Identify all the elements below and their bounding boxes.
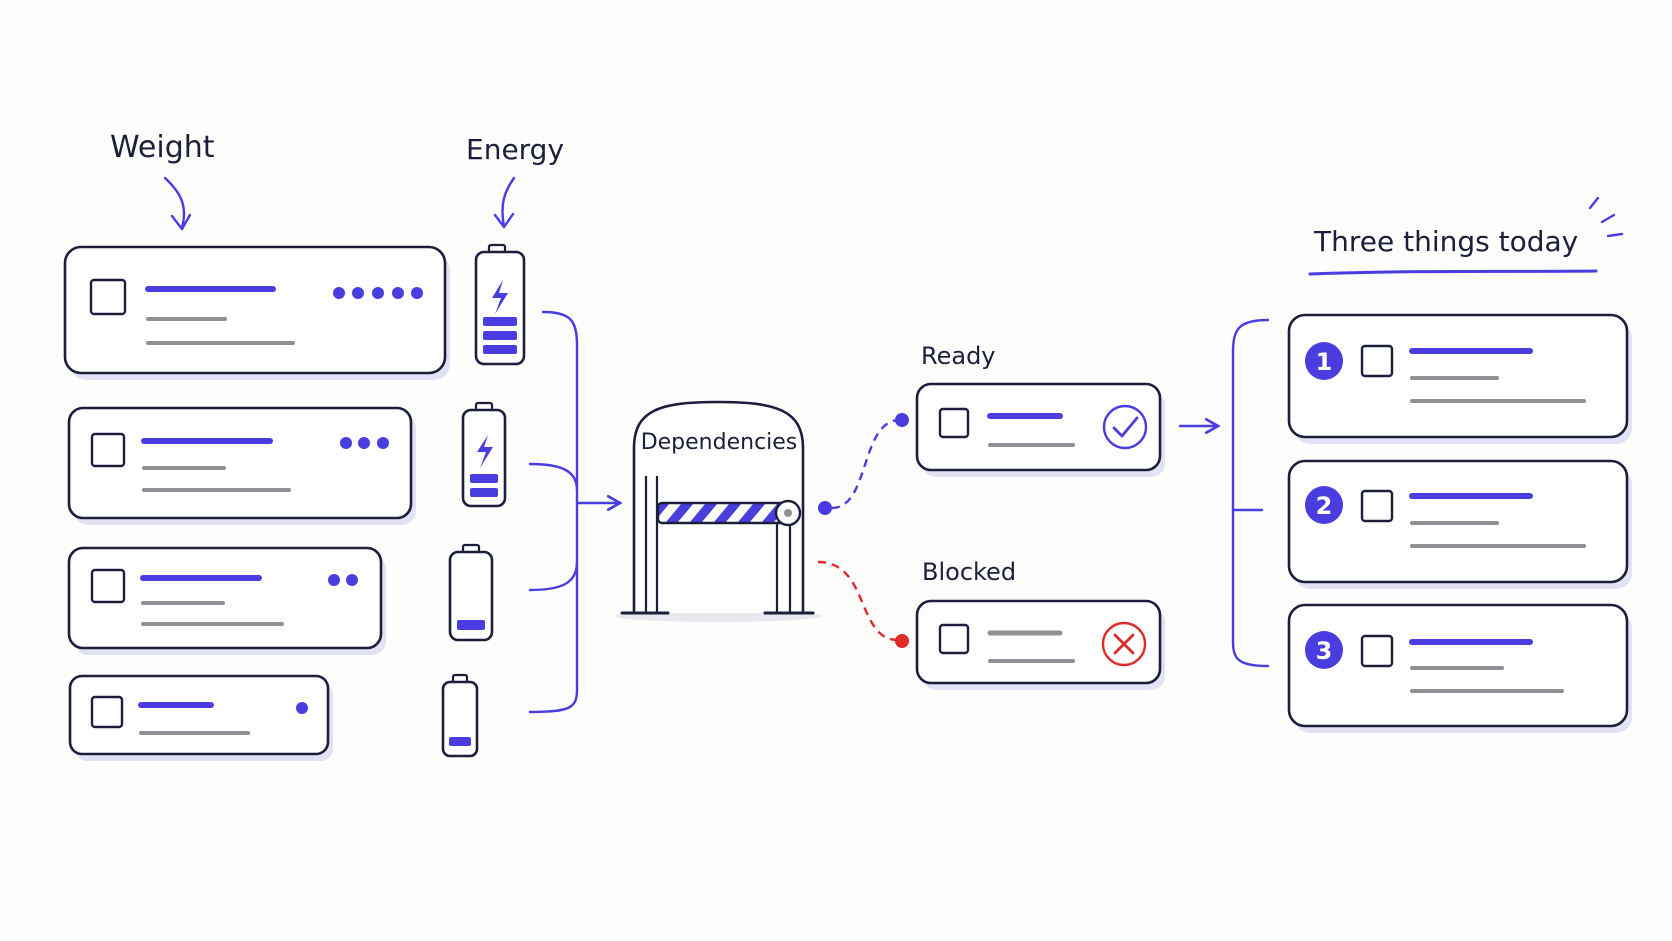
battery-icon <box>474 243 526 366</box>
left-bracket <box>528 310 623 714</box>
weight-arrow-head <box>170 213 192 231</box>
today-task-card-1[interactable]: 1 <box>1287 313 1632 444</box>
weight-dots <box>333 287 423 299</box>
blocked-task-card[interactable] <box>915 599 1165 690</box>
task-checkbox[interactable] <box>90 432 126 468</box>
weight-dots <box>340 437 389 449</box>
task-card-2[interactable] <box>67 406 416 525</box>
ready-label: Ready <box>921 342 996 370</box>
rank-badge <box>1305 486 1343 524</box>
energy-label: Energy <box>466 133 564 166</box>
weight-dots <box>296 702 308 714</box>
task-checkbox[interactable] <box>90 695 124 729</box>
weight-label: Weight <box>110 130 215 165</box>
today-task-card-2[interactable]: 2 <box>1287 459 1632 589</box>
energy-arrow <box>501 176 516 228</box>
weight-dots <box>328 574 358 586</box>
task-checkbox[interactable] <box>1360 344 1394 378</box>
blocked-connector <box>817 560 909 648</box>
task-card-3[interactable] <box>67 546 386 655</box>
blocked-label: Blocked <box>922 558 1016 586</box>
rank-badge <box>1305 342 1343 380</box>
three-things-title: Three things today <box>1313 225 1578 258</box>
task-checkbox[interactable] <box>938 623 970 655</box>
task-card-1[interactable] <box>63 245 450 380</box>
rank-number: 3 <box>1316 637 1333 665</box>
battery-icon <box>448 543 494 642</box>
today-task-card-3[interactable]: 3 <box>1287 603 1632 733</box>
x-circle-icon <box>1101 621 1147 667</box>
task-checbox[interactable] <box>90 568 126 604</box>
barrier-gate-icon <box>614 400 822 622</box>
rank-number: 2 <box>1316 492 1333 520</box>
check-circle-icon <box>1102 404 1148 450</box>
task-checkbox[interactable] <box>1360 634 1394 668</box>
task-card-4[interactable] <box>68 674 333 761</box>
ready-task-card[interactable] <box>915 382 1165 477</box>
ready-connector <box>818 413 909 515</box>
lightning-bolt-icon <box>492 280 508 314</box>
task-checkbox[interactable] <box>1360 489 1394 523</box>
rank-badge <box>1305 631 1343 669</box>
right-bracket <box>1231 318 1270 668</box>
dependencies-label: Dependencies <box>641 430 798 455</box>
battery-icon <box>461 401 507 508</box>
rank-number: 1 <box>1316 348 1333 376</box>
sparkle-icon <box>1588 196 1624 238</box>
task-checkbox[interactable] <box>89 278 127 316</box>
energy-arrow-head <box>493 212 515 229</box>
battery-icon <box>441 673 479 758</box>
weight-arrow <box>163 176 186 230</box>
lightning-bolt-icon <box>477 435 493 468</box>
task-checkbox[interactable] <box>938 407 970 439</box>
three-things-underline <box>1308 269 1598 276</box>
